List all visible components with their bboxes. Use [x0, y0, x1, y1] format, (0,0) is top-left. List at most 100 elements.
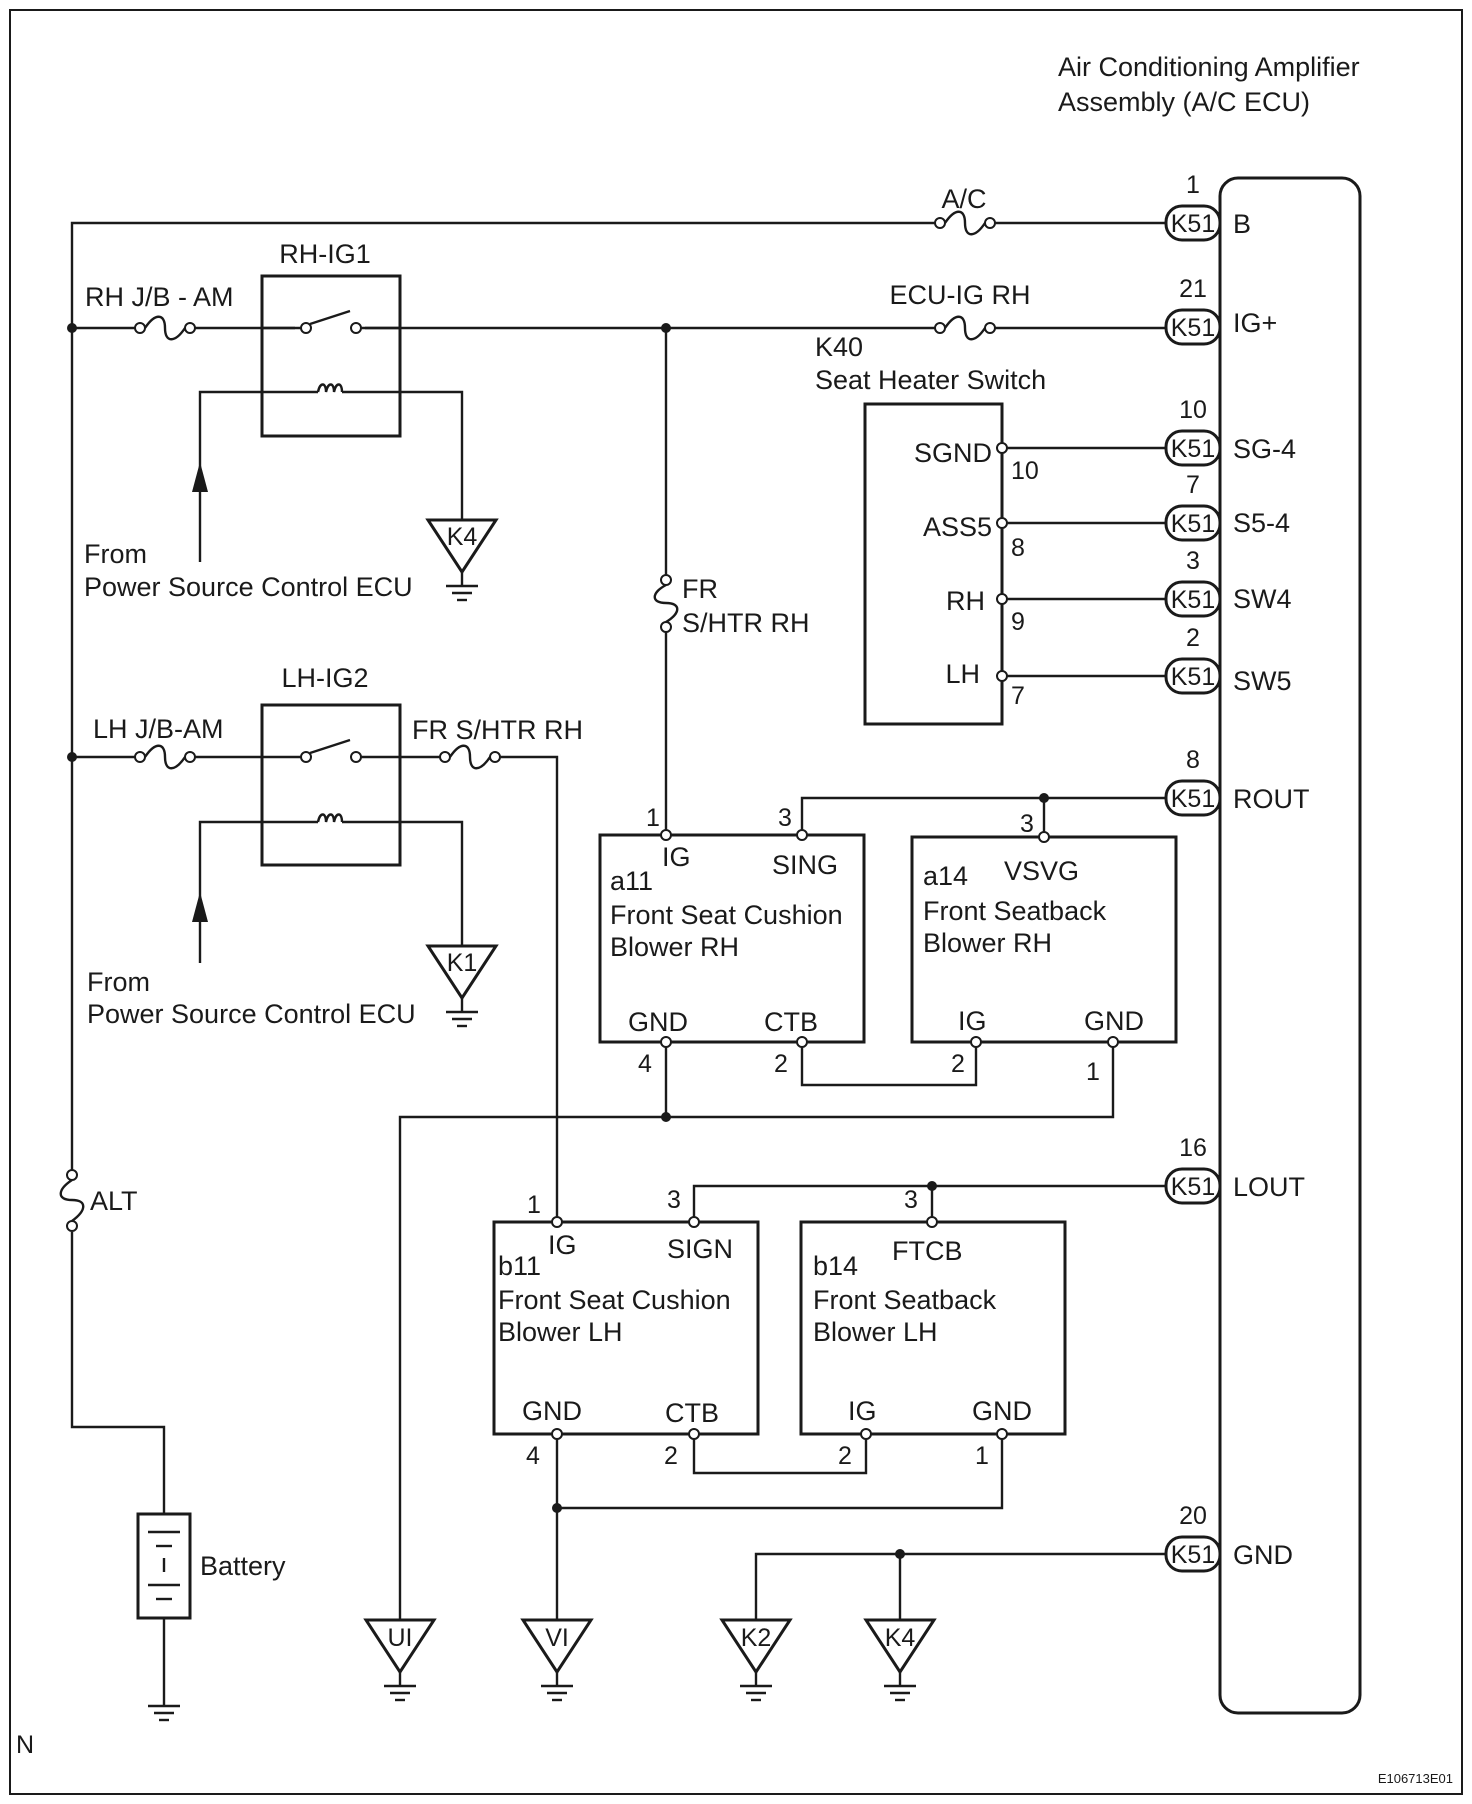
blower-b14-gnd-num: 1	[975, 1442, 989, 1470]
ecu-pin-name: S5-4	[1233, 508, 1290, 538]
blower-a11-sig: SING	[772, 850, 838, 880]
switch-pin-number: 7	[1011, 682, 1025, 710]
ecu-pin-name: GND	[1233, 1540, 1293, 1570]
blower-b11: 1 3 IG SIGN b11 Front Seat Cushion Blowe…	[492, 1186, 760, 1470]
switch-pin-name: ASS5	[923, 512, 992, 542]
ecu-pin-sg4: K51 10 SG-4	[1164, 396, 1296, 467]
ecu-pin-ig-plus: K51 21 IG+	[1164, 275, 1277, 346]
blower-a14-ig: IG	[958, 1006, 987, 1036]
blower-b11-id: b11	[498, 1251, 541, 1281]
ecu-pin-name: SW5	[1233, 666, 1292, 696]
fuse-fr-shtr-rh: FR S/HTR RH	[653, 323, 810, 835]
ground-ui-label: UI	[388, 1624, 413, 1652]
switch-pin-name: LH	[945, 659, 980, 689]
blower-b11-ctb: CTB	[665, 1398, 719, 1428]
ecu-connector-label: K51	[1171, 1541, 1215, 1569]
blower-a14-gnd: GND	[1084, 1006, 1144, 1036]
fuse-fr-shtr-rh-label-a: FR	[682, 574, 718, 604]
from-label-2-line2: Power Source Control ECU	[87, 999, 416, 1029]
blower-b11-name2: Blower LH	[498, 1317, 623, 1347]
relay-lh-ig2-label: LH-IG2	[281, 663, 368, 693]
fuse-ecu-ig-rh-label: ECU-IG RH	[890, 280, 1031, 310]
blower-b11-ig-num: 1	[527, 1191, 541, 1219]
ground-k2: K2	[719, 1618, 793, 1702]
ecu-pin-s54: K51 7 S5-4	[1164, 471, 1290, 542]
seat-heater-switch-body	[863, 402, 1004, 726]
fuse-fr-shtr-rh-lh-label: FR S/HTR RH	[412, 715, 583, 745]
ecu-pin-name: LOUT	[1233, 1172, 1305, 1202]
ecu-pin-number: 2	[1186, 624, 1200, 652]
ecu-pin-number: 10	[1179, 396, 1207, 424]
blower-b11-ig: IG	[548, 1230, 577, 1260]
switch-pin-name: RH	[946, 586, 985, 616]
blower-a11-gnd: GND	[628, 1007, 688, 1037]
blower-a11-sig-num: 3	[778, 804, 792, 832]
corner-mark: N	[16, 1731, 34, 1759]
switch-pin-number: 9	[1011, 608, 1025, 636]
ecu-pin-gnd: K51 20 GND	[1164, 1502, 1293, 1573]
figure-code: E106713E01	[1378, 1771, 1453, 1786]
from-label-1-line2: Power Source Control ECU	[84, 572, 413, 602]
ground-vi: VI	[520, 1618, 594, 1702]
blower-b11-gnd: GND	[522, 1396, 582, 1426]
ecu-connector-label: K51	[1171, 785, 1215, 813]
ecu-pin-name: B	[1233, 209, 1251, 239]
ecu-pin-rout: K51 8 ROUT	[1164, 746, 1310, 817]
switch-pin-name: SGND	[914, 438, 992, 468]
ecu-pin-number: 8	[1186, 746, 1200, 774]
ecu-pin-name: SW4	[1233, 584, 1292, 614]
fuse-fr-shtr-rh-label-b: S/HTR RH	[682, 608, 810, 638]
ecu-connector-label: K51	[1171, 1173, 1215, 1201]
ground-k1	[425, 944, 499, 1001]
ground-k4-top-label: K4	[447, 523, 478, 551]
blower-b14: 3 FTCB b14 Front Seatback Blower LH IG G…	[799, 1186, 1067, 1470]
blower-a11-name1: Front Seat Cushion	[610, 900, 843, 930]
ecu-connector-label: K51	[1171, 510, 1215, 538]
from-label-2-line1: From	[87, 967, 150, 997]
ac-ecu-body	[1218, 176, 1362, 1715]
lh-ig2-branch: LH J/B-AM LH-IG2 FR S/HTR RH K1 From Pow…	[72, 663, 583, 1222]
blower-a14-sig-num: 3	[1020, 810, 1034, 838]
ground-ui: UI	[363, 1618, 437, 1702]
figure-frame	[9, 9, 1463, 1795]
battery: Battery	[136, 1512, 286, 1722]
ecu-connector-label: K51	[1171, 435, 1215, 463]
ecu-pin-number: 7	[1186, 471, 1200, 499]
blower-b14-name2: Blower LH	[813, 1317, 938, 1347]
blower-b14-name1: Front Seatback	[813, 1285, 997, 1315]
ground-k4-top	[425, 518, 499, 575]
ground-k4-bottom: K4	[863, 1618, 937, 1702]
blower-a14-sig: VSVG	[1004, 856, 1079, 886]
fuse-alt: ALT	[59, 1169, 138, 1232]
rh-ig1-branch: RH J/B - AM RH-IG1 K4 From Power Source …	[72, 239, 1166, 602]
blower-a11-id: a11	[610, 866, 653, 896]
blower-a14: 3 a14 VSVG Front Seatback Blower RH IG G…	[910, 810, 1178, 1086]
ecu-pin-name: IG+	[1233, 308, 1277, 338]
blower-a11-gnd-num: 4	[638, 1050, 652, 1078]
blower-a11-ig: IG	[662, 842, 691, 872]
fuse-rh-jb-am-label: RH J/B - AM	[85, 282, 234, 312]
blower-a14-id: a14	[923, 861, 968, 891]
ecu-connector-label: K51	[1171, 663, 1215, 691]
ecu-connector-label: K51	[1171, 314, 1215, 342]
ecu-pin-name: SG-4	[1233, 434, 1296, 464]
blower-a11-ig-num: 1	[646, 804, 660, 832]
fuse-ecu-ig-rh: ECU-IG RH	[890, 280, 1031, 341]
relay-lh-ig2	[260, 703, 402, 867]
ecu-gnd-wiring	[754, 1549, 1166, 1620]
ecu-pin-lout: K51 16 LOUT	[1164, 1134, 1305, 1205]
blower-a11-name2: Blower RH	[610, 932, 739, 962]
ecu-pin-number: 3	[1186, 547, 1200, 575]
blower-b14-gnd: GND	[972, 1396, 1032, 1426]
from-label-1-line1: From	[84, 539, 147, 569]
ecu-pin-name: ROUT	[1233, 784, 1310, 814]
blower-a14-gnd-num: 1	[1086, 1058, 1100, 1086]
ground-vi-label: VI	[545, 1624, 569, 1652]
blower-b11-sig-num: 3	[667, 1186, 681, 1214]
seat-heater-switch-name: Seat Heater Switch	[815, 365, 1046, 395]
seat-heater-switch-id: K40	[815, 332, 863, 362]
ground-k1-label: K1	[447, 949, 478, 977]
blower-b14-id: b14	[813, 1251, 858, 1281]
blower-a11-ctb-num: 2	[774, 1050, 788, 1078]
